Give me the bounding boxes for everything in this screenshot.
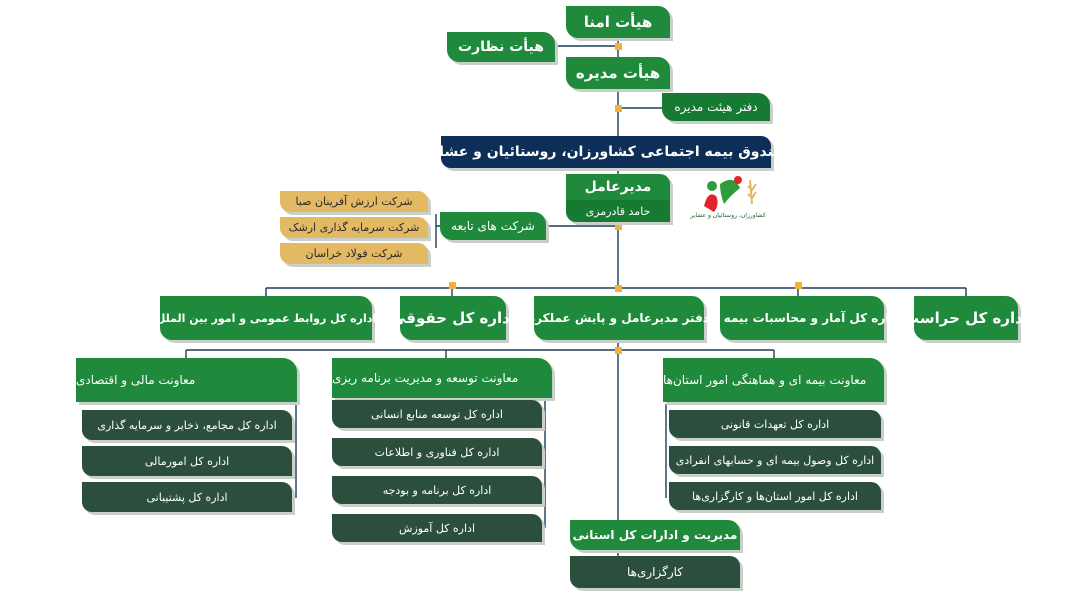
- insurance-item: اداره کل وصول بیمه ای و حسابهای انفرادی: [669, 446, 881, 474]
- ceo-title-box: مدیرعامل: [566, 174, 670, 200]
- fund-logo: کشاورزان، روستائیان و عشایر: [690, 174, 766, 222]
- deputy-finance-header: معاونت مالی و اقتصادی: [76, 358, 297, 402]
- board-of-trustees-box: هیأت امنا: [566, 6, 670, 38]
- insurance-item: اداره کل تعهدات قانونی: [669, 410, 881, 438]
- insurance-item: اداره کل امور استان‌ها و کارگزاری‌ها: [669, 482, 881, 510]
- junction-dot: [615, 223, 622, 230]
- development-item: اداره کل توسعه منابع انسانی: [332, 400, 542, 428]
- junction-dot: [615, 105, 622, 112]
- subsidiary-item: شرکت سرمایه گذاری ارشک: [280, 217, 428, 238]
- junction-dot: [615, 43, 622, 50]
- development-item: اداره کل برنامه و بودجه: [332, 476, 542, 504]
- department-legal: اداره کل حقوقی: [391, 296, 515, 340]
- junction-dot: [795, 282, 802, 289]
- fund-title-box: صندوق بیمه اجتماعی کشاورزان، روستائیان و…: [425, 136, 787, 168]
- department-statistics: اداره کل آمار و محاسبات بیمه ای: [704, 296, 900, 340]
- department-security: اداره کل حراست: [904, 296, 1028, 340]
- fund-logo-icon: [692, 176, 764, 220]
- board-of-directors-box: هیأت مدیره: [566, 57, 670, 89]
- development-item: اداره کل فناوری و اطلاعات: [332, 438, 542, 466]
- supervisory-board-box: هیأت نظارت: [447, 32, 555, 62]
- subsidiaries-box: شرکت های تابعه: [440, 212, 546, 240]
- ceo-name-box: حامد قادرمزی: [566, 200, 670, 222]
- department-public-relations: اداره کل روابط عمومی و امور بین الملل: [156, 296, 376, 340]
- department-ceo-office: دفتر مدیرعامل و پایش عملکرد: [529, 296, 709, 340]
- development-item: اداره کل آموزش: [332, 514, 542, 542]
- finance-item: اداره کل مجامع، ذخایر و سرمایه گذاری: [82, 410, 292, 440]
- board-office-box: دفتر هیئت مدیره: [662, 93, 770, 121]
- subsidiary-item: شرکت فولاد خراسان: [280, 243, 428, 264]
- logo-caption: کشاورزان، روستائیان و عشایر: [690, 212, 766, 219]
- finance-item: اداره کل امورمالی: [82, 446, 292, 476]
- finance-item: اداره کل پشتیبانی: [82, 482, 292, 512]
- junction-dot: [615, 347, 622, 354]
- subsidiary-item: شرکت ارزش آفرینان صبا: [280, 191, 428, 212]
- deputy-insurance-header: معاونت بیمه ای و هماهنگی امور استان‌ها: [663, 358, 884, 402]
- deputy-development-header: معاونت توسعه و مدیریت برنامه ریزی: [332, 358, 552, 398]
- agencies-box: کارگزاری‌ها: [570, 556, 740, 588]
- junction-dot: [615, 285, 622, 292]
- provincial-management-box: مدیریت و ادارات کل استانی: [570, 520, 740, 550]
- junction-dot: [449, 282, 456, 289]
